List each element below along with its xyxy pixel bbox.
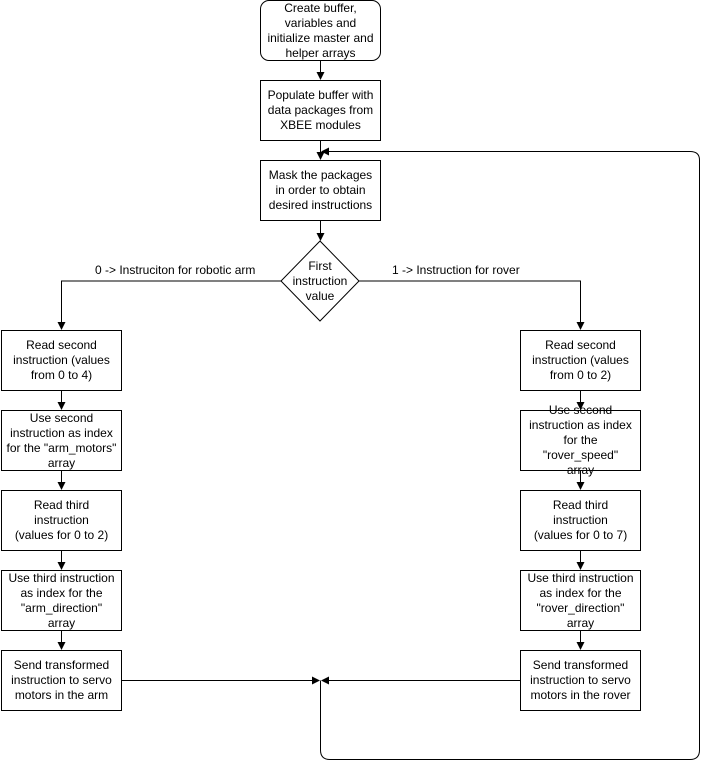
rover-read-second-node: Read second instruction (values from 0 t…	[520, 330, 641, 391]
arm-read-third-text: Read third instruction (values for 0 to …	[14, 498, 109, 542]
edge-decision-to-rover	[359, 280, 585, 330]
rover-use-second-text: Use second instruction as index for the …	[529, 403, 632, 477]
rover-use-third-node: Use third instruction as index for the "…	[520, 570, 641, 631]
edge-loop-back	[320, 147, 700, 760]
start-node: Create buffer, variables and initialize …	[260, 0, 381, 61]
edge-decision-to-arm	[57, 280, 281, 330]
arm-read-second-text: Read second instruction (values from 0 t…	[13, 338, 110, 382]
populate-buffer-text: Populate buffer with data packages from …	[267, 88, 374, 132]
rover-read-second-text: Read second instruction (values from 0 t…	[532, 338, 629, 382]
rover-send-text: Send transformed instruction to servo mo…	[530, 658, 631, 702]
mask-packages-text: Mask the packages in order to obtain des…	[268, 168, 373, 212]
decision-text: First instruction value	[292, 258, 348, 303]
arm-use-second-text: Use second instruction as index for the …	[6, 410, 117, 470]
right-branch-label: 1 -> Instruction for rover	[392, 263, 520, 277]
start-node-text: Create buffer, variables and initialize …	[267, 0, 374, 60]
arm-use-third-node: Use third instruction as index for the "…	[1, 570, 122, 631]
arm-use-second-node: Use second instruction as index for the …	[1, 410, 122, 471]
left-branch-label: 0 -> Instruciton for robotic arm	[95, 263, 256, 277]
rover-use-third-text: Use third instruction as index for the "…	[527, 570, 634, 630]
arm-use-third-text: Use third instruction as index for the "…	[8, 570, 115, 630]
populate-buffer-node: Populate buffer with data packages from …	[260, 80, 381, 141]
arm-send-text: Send transformed instruction to servo mo…	[11, 658, 112, 702]
decision-label: First instruction value	[281, 241, 359, 321]
arm-send-node: Send transformed instruction to servo mo…	[1, 650, 122, 711]
arm-read-second-node: Read second instruction (values from 0 t…	[1, 330, 122, 391]
mask-packages-node: Mask the packages in order to obtain des…	[260, 160, 381, 221]
rover-use-second-node: Use second instruction as index for the …	[520, 403, 641, 477]
rover-read-third-node: Read third instruction (values for 0 to …	[520, 490, 641, 551]
decision-diamond	[280, 240, 360, 322]
arm-read-third-node: Read third instruction (values for 0 to …	[1, 490, 122, 551]
rover-send-node: Send transformed instruction to servo mo…	[520, 650, 641, 711]
rover-read-third-text: Read third instruction (values for 0 to …	[533, 498, 628, 542]
